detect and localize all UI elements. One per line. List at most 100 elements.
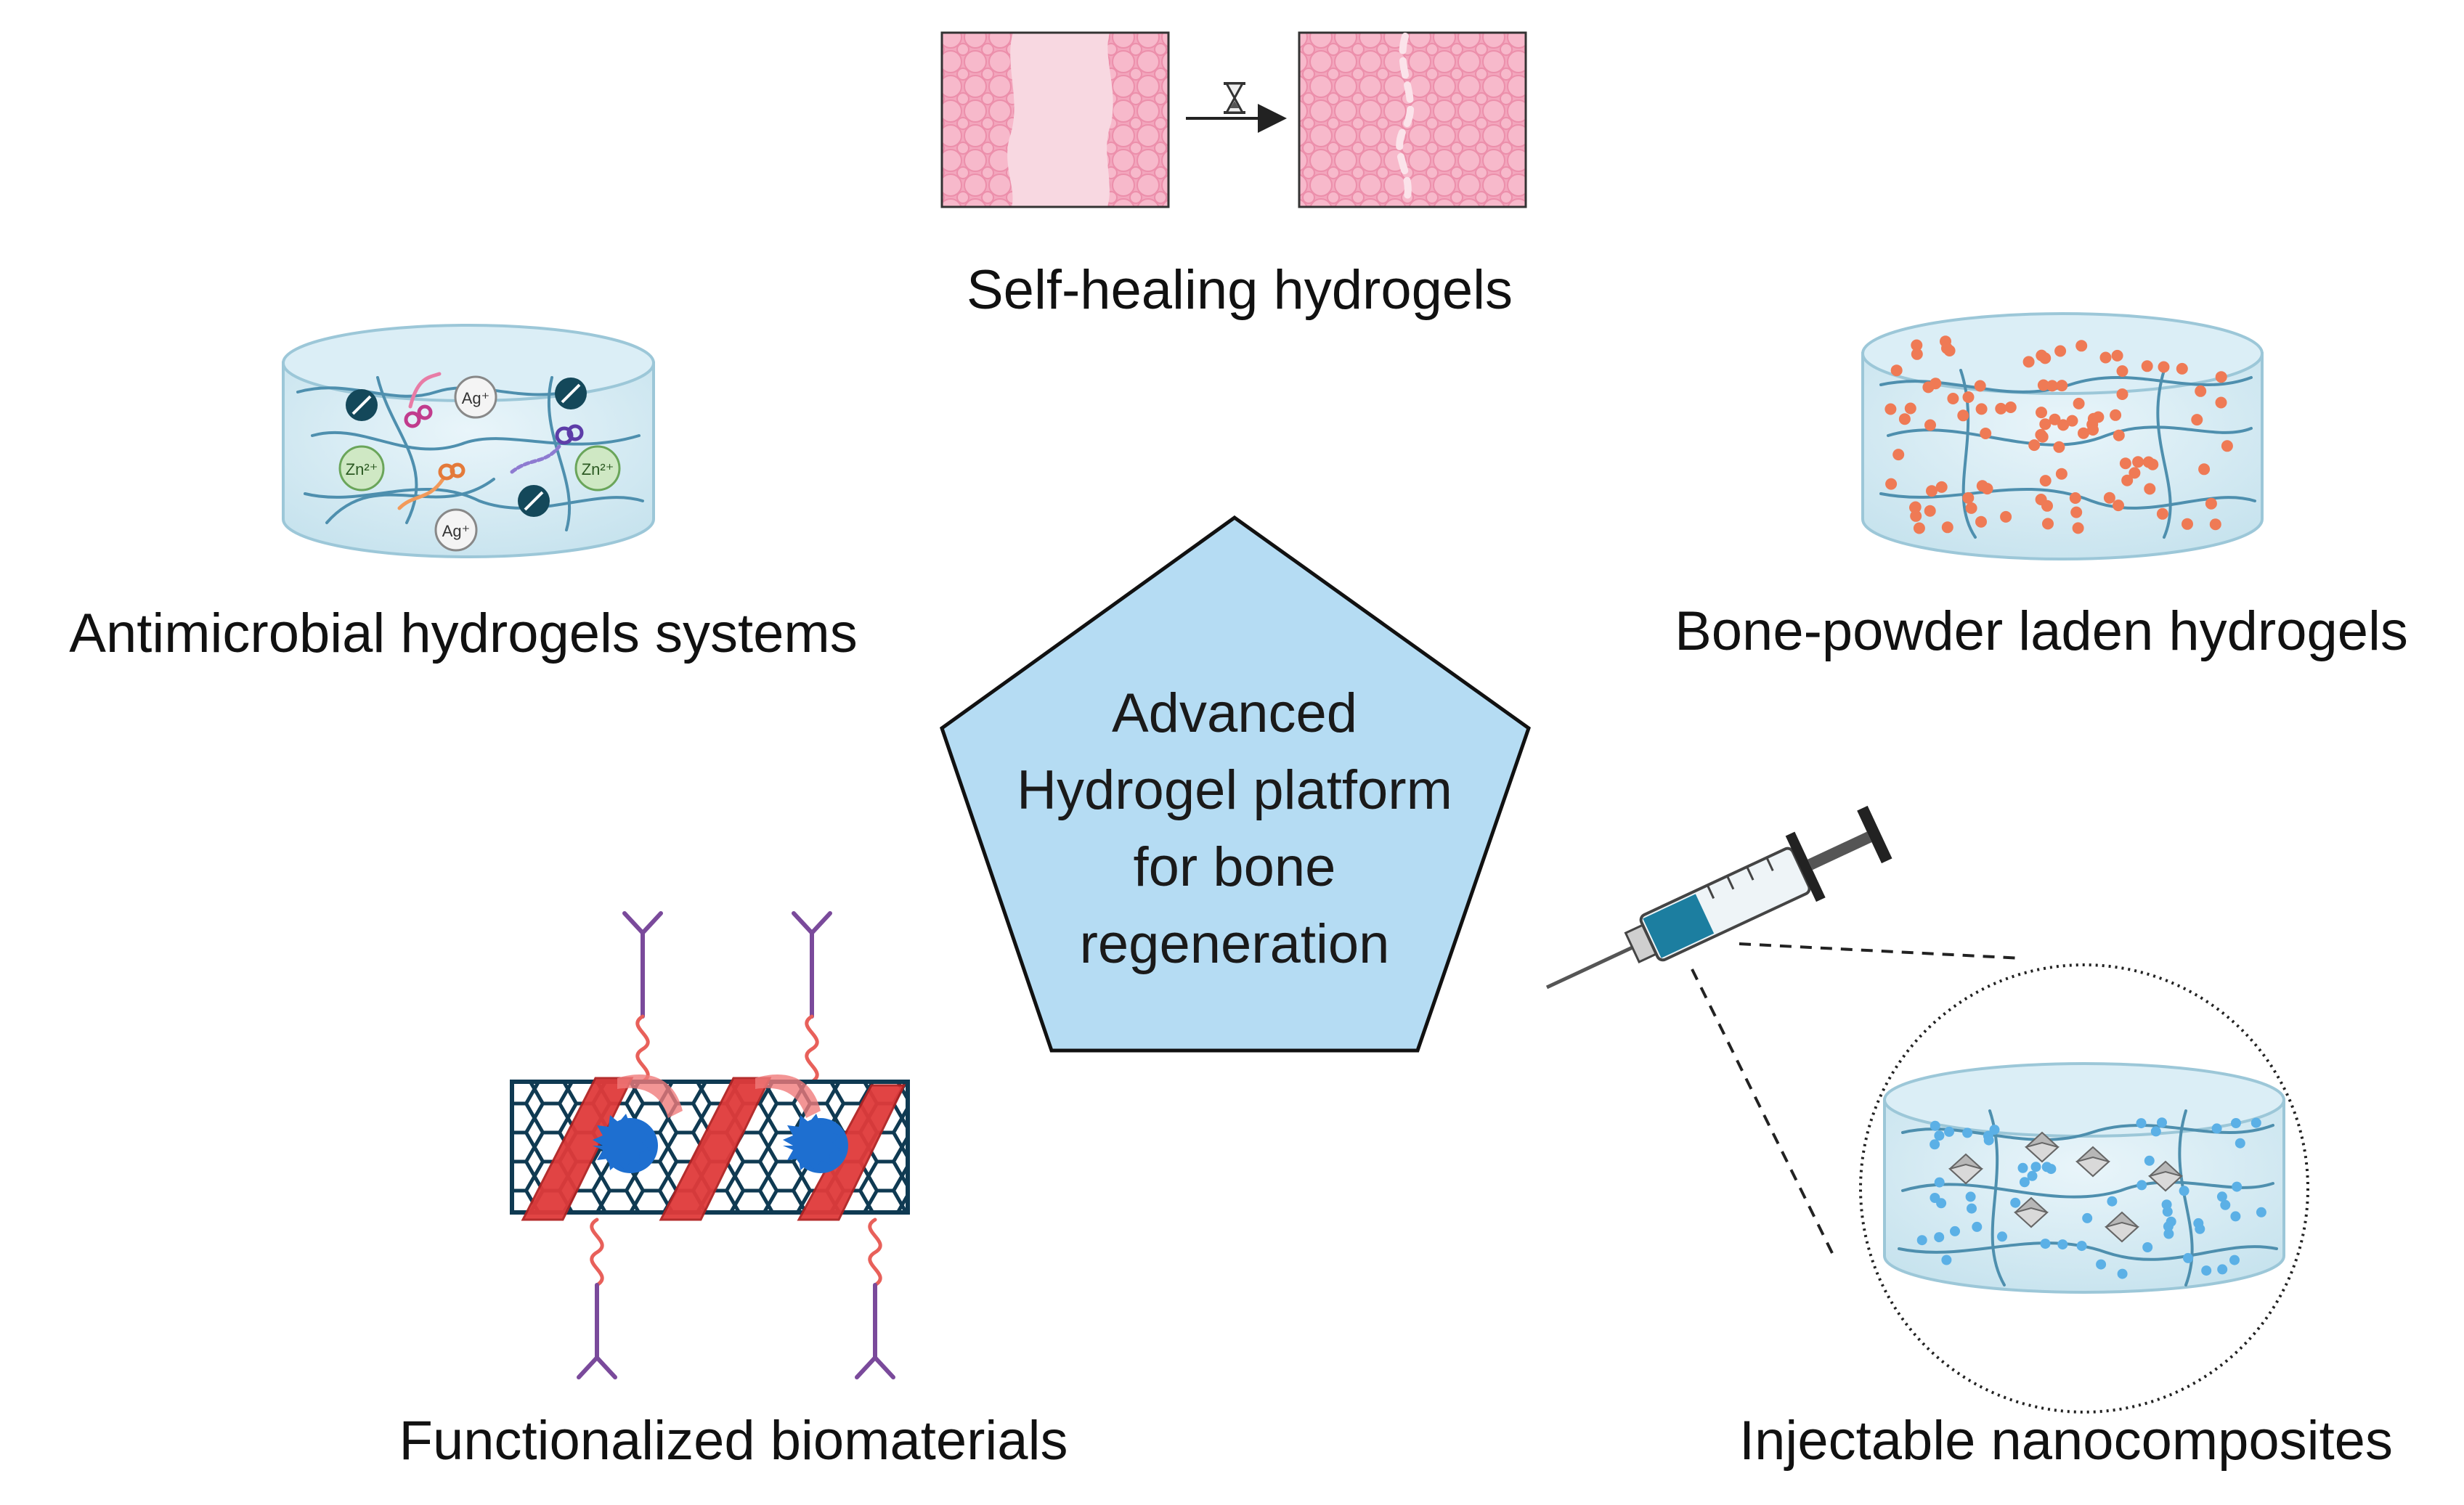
particle (2040, 1239, 2051, 1249)
antibiotic-disc-icon (346, 389, 378, 421)
particle (2231, 1118, 2241, 1128)
svg-text:Ag⁺: Ag⁺ (462, 389, 490, 407)
particle (2017, 1162, 2028, 1173)
particle (1930, 1139, 1940, 1150)
particle (1965, 502, 1977, 514)
particle (2110, 409, 2122, 421)
particle (2103, 492, 2115, 504)
particle (1983, 1135, 1994, 1146)
particle (1957, 409, 1969, 422)
particle (1936, 1198, 1947, 1209)
zoom-connector (1691, 942, 2023, 1257)
functionalized-label: Functionalized biomaterials (399, 1410, 1068, 1472)
particle (2069, 492, 2081, 504)
particle (2072, 522, 2084, 534)
nanoparticles (1916, 1117, 2266, 1279)
antibiotic-disc-icon (555, 378, 587, 409)
particle (1930, 378, 1942, 390)
particle (2191, 414, 2203, 426)
svg-text:Zn²⁺: Zn²⁺ (582, 460, 614, 478)
magnifier-circle (1859, 963, 2309, 1414)
particle (2198, 463, 2211, 476)
syringe-icon (1545, 805, 1892, 990)
particle (2075, 340, 2088, 352)
particle (2163, 1228, 2174, 1239)
zinc-ion-icon: Zn²⁺ (574, 445, 621, 492)
center-title-line: for bone (1133, 836, 1336, 898)
protein-icon (593, 1114, 658, 1173)
particle (2121, 474, 2134, 486)
particle (2070, 506, 2083, 518)
zinc-ion-icon: Zn²⁺ (338, 445, 385, 492)
particle (1967, 1203, 1977, 1214)
particle (2176, 362, 2188, 375)
center-title-line: Advanced (1111, 682, 1358, 744)
particle (1941, 1255, 1952, 1265)
particle (2054, 345, 2067, 357)
particle (2195, 385, 2207, 397)
particle (1976, 480, 1988, 492)
particle (2049, 413, 2061, 425)
particle (2221, 440, 2233, 452)
particle (2010, 1197, 2021, 1208)
particle (2057, 1239, 2068, 1250)
particle (2209, 518, 2221, 531)
particle (2019, 1177, 2030, 1188)
silver-ion-icon: Ag⁺ (434, 508, 478, 552)
particle (2053, 441, 2065, 453)
particle (2230, 1211, 2241, 1222)
antibody-icon (622, 911, 663, 1019)
particle (1890, 364, 1903, 377)
particle (1911, 348, 1923, 360)
particle (2136, 1118, 2147, 1129)
particle (2232, 1181, 2243, 1192)
particle (2217, 1264, 2228, 1275)
particle (2113, 499, 2124, 512)
particle (2117, 1268, 2128, 1279)
particle (2193, 1218, 2204, 1228)
antimicrobial-hydrogel: Ag⁺ Ag⁺ Zn²⁺ Zn²⁺ (282, 324, 655, 558)
particle (2036, 407, 2047, 419)
particle (1962, 391, 1975, 403)
particle (1884, 403, 1897, 415)
particle (2141, 360, 2153, 372)
particle (2158, 361, 2170, 373)
particle (2216, 1191, 2227, 1202)
particle (1916, 1235, 1927, 1246)
particle (2107, 1196, 2118, 1207)
particle (1947, 393, 1959, 404)
particle (1980, 428, 1992, 439)
particle (1940, 335, 1951, 348)
particle (2111, 349, 2123, 362)
particle (2144, 1155, 2155, 1166)
injectable-label: Injectable nanocomposites (1739, 1410, 2393, 1472)
silver-ion-icon: Ag⁺ (454, 375, 497, 419)
particle (1944, 1126, 1954, 1137)
antibody-icon (855, 1283, 895, 1379)
particle (1965, 1191, 1976, 1202)
bone-powder-hydrogel (1861, 312, 2264, 560)
bone-particles (1884, 335, 2233, 534)
particle (2027, 1170, 2038, 1181)
center-title-line: Hydrogel platform (1017, 759, 1452, 821)
particle (2220, 1199, 2231, 1210)
particle (2041, 499, 2053, 512)
particle (1962, 492, 1975, 504)
particle (2055, 468, 2067, 480)
particle (2163, 1221, 2174, 1232)
antibiotic-disc-icon (518, 485, 550, 517)
particle (2211, 1123, 2222, 1134)
particle (1975, 403, 1988, 415)
particle (2150, 1126, 2161, 1137)
particle (2142, 456, 2155, 468)
center-title-line: regeneration (1079, 913, 1390, 975)
particle (2215, 371, 2227, 383)
particle (1950, 1225, 1960, 1236)
particle (2182, 518, 2193, 530)
particle (2028, 439, 2041, 452)
antibody-icon (792, 911, 832, 1019)
particle (2082, 1212, 2093, 1223)
functionalized-nanotube (510, 911, 910, 1379)
nanocrystals (1948, 1131, 2184, 1243)
particle (1935, 481, 1948, 493)
